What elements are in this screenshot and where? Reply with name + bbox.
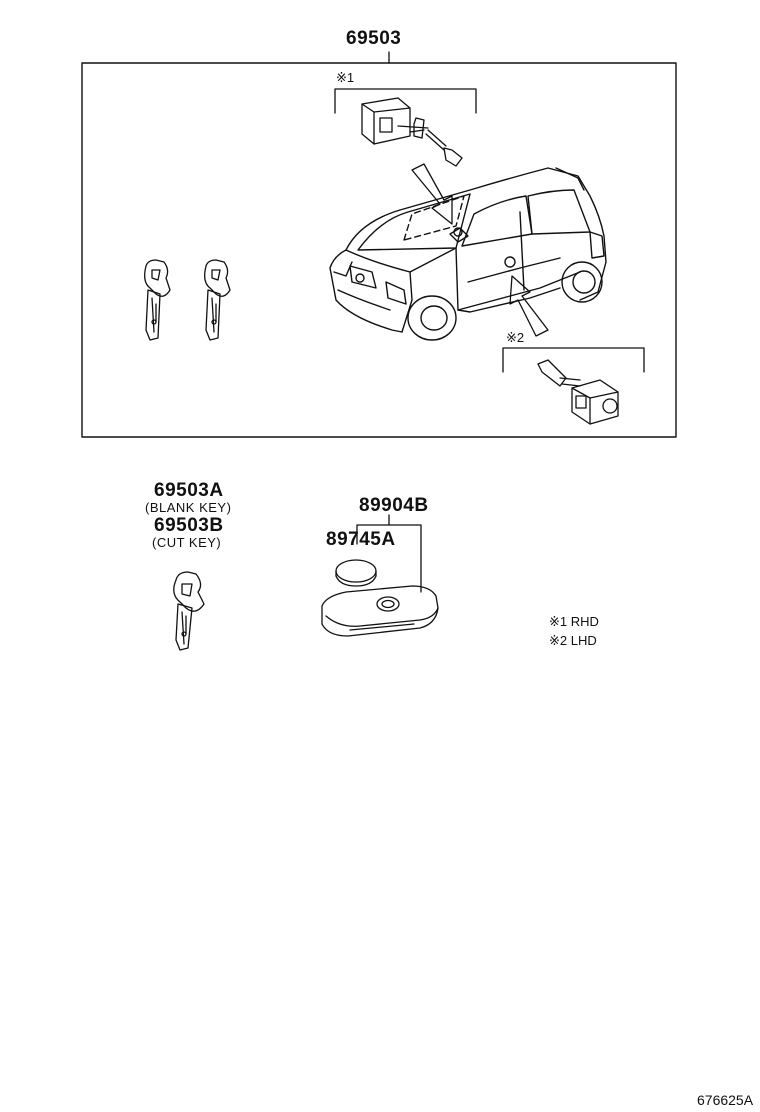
assembly-part-number: 69503 [346, 28, 402, 49]
cut-key-part-number: 69503B [154, 515, 224, 536]
assembly-key-right [204, 259, 231, 341]
assembly-key-left [144, 259, 171, 341]
fob-part-number: 89904B [359, 495, 429, 516]
smart-key-fob-illustration [321, 585, 439, 637]
legend-rhd: ※1 RHD [549, 614, 599, 629]
rhd-callout-marker: ※1 [336, 70, 355, 85]
lhd-callout-marker: ※2 [506, 330, 525, 345]
assembly-frame [81, 62, 677, 438]
legend-lhd: ※2 LHD [549, 633, 597, 648]
blank-key-part-number: 69503A [154, 480, 224, 501]
lhd-bracket [502, 347, 645, 373]
rhd-bracket [334, 88, 477, 114]
rhd-lock-cylinder-illustration [361, 97, 463, 167]
lhd-arrow [509, 275, 549, 337]
coin-battery-illustration [335, 559, 377, 587]
rhd-arrow [411, 163, 453, 225]
lhd-lock-cylinder-illustration [537, 359, 619, 425]
battery-part-number: 89745A [326, 529, 396, 550]
cut-key-description: (CUT KEY) [152, 535, 222, 550]
blank-key-description: (BLANK KEY) [145, 500, 232, 515]
car-illustration [329, 167, 607, 341]
diagram-reference-number: 676625A [697, 1092, 754, 1108]
spare-key-illustration [173, 571, 205, 651]
